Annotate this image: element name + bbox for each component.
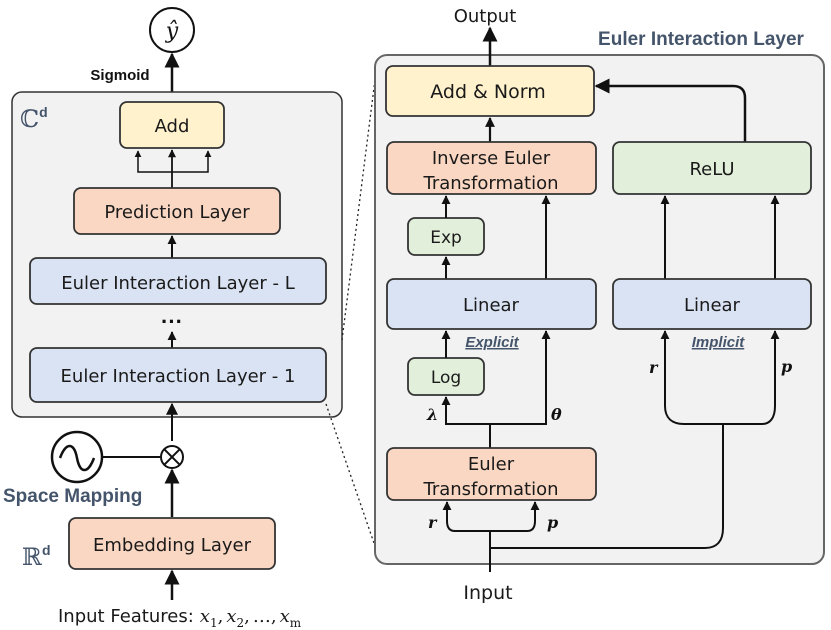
inverse-euler-line2: Transformation xyxy=(422,173,558,194)
linear-explicit-label: Linear xyxy=(463,295,520,316)
euler-interaction-title: Euler Interaction Layer xyxy=(598,29,805,50)
linear-implicit-label: Linear xyxy=(684,295,741,316)
input-label: Input xyxy=(463,582,512,604)
theta-label: θ xyxy=(551,405,562,424)
inverse-euler-line1: Inverse Euler xyxy=(432,148,551,169)
arrow-euler-to-log xyxy=(441,396,491,448)
input-features-label: Input Features:x1,x2,…,xm xyxy=(58,606,302,630)
output-circle xyxy=(149,7,195,53)
relu-label: ReLU xyxy=(689,159,734,180)
complex-space-symbol: ℂd xyxy=(20,104,48,133)
lambda-label: λ xyxy=(426,405,438,424)
zoom-line-bottom xyxy=(325,403,376,547)
arrow-input-r-to-euler xyxy=(442,501,491,572)
embedding-layer-box xyxy=(68,517,276,570)
relu-box xyxy=(612,141,812,195)
arrow-implicit-p xyxy=(723,330,780,425)
linear-implicit-box xyxy=(612,278,812,330)
euler-transformation-line1: Euler xyxy=(468,454,515,475)
add-label: Add xyxy=(155,116,190,137)
euler-transformation-line2: Transformation xyxy=(422,479,558,500)
p-label-implicit: p xyxy=(781,357,792,376)
implicit-label: Implicit xyxy=(692,334,746,351)
explicit-label: Explicit xyxy=(465,334,519,351)
r-label-euler: r xyxy=(428,513,438,532)
p-label-euler: p xyxy=(547,513,558,532)
add-norm-box xyxy=(385,65,595,117)
residual-right xyxy=(172,150,212,173)
prediction-layer-box xyxy=(73,187,281,235)
sigmoid-label: Sigmoid xyxy=(90,67,149,84)
inverse-euler-box xyxy=(386,141,597,195)
log-label: Log xyxy=(431,368,461,388)
arrow-relu-to-addnorm xyxy=(594,78,747,142)
left-model: ŷ Sigmoid ℂd Add Prediction Layer Euler … xyxy=(3,7,343,630)
exp-label: Exp xyxy=(430,228,462,248)
euler-layer-L-label: Euler Interaction Layer - L xyxy=(61,273,295,294)
input-to-implicit-line xyxy=(490,424,724,549)
sine-wave-icon xyxy=(58,444,96,472)
residual-left xyxy=(134,150,172,173)
arrow-euler-to-linear-theta xyxy=(490,330,551,425)
zoom-line-top xyxy=(341,63,378,341)
arrow-input-p-to-euler xyxy=(490,501,540,532)
euler-interaction-detail: Euler Interaction Layer Output Add & Nor… xyxy=(374,6,825,604)
r-label-implicit: r xyxy=(649,358,659,377)
euler-transformation-box xyxy=(386,447,597,501)
embedding-layer-label: Embedding Layer xyxy=(93,535,252,556)
layer-dots: ··· xyxy=(161,309,183,334)
real-space-symbol: ℝd xyxy=(22,542,51,571)
output-y-hat: ŷ xyxy=(165,19,179,44)
euler-layer-L-box xyxy=(29,257,327,305)
complex-space-panel xyxy=(11,91,343,418)
euler-layer-1-label: Euler Interaction Layer - 1 xyxy=(61,366,296,387)
add-norm-label: Add & Norm xyxy=(430,81,546,103)
prediction-layer-label: Prediction Layer xyxy=(104,202,250,223)
linear-explicit-box xyxy=(386,278,597,330)
euler-layer-1-box xyxy=(29,347,327,403)
space-mapping-label: Space Mapping xyxy=(3,486,142,507)
arrow-implicit-r xyxy=(660,330,723,425)
output-label: Output xyxy=(454,6,517,27)
add-box xyxy=(119,101,225,149)
